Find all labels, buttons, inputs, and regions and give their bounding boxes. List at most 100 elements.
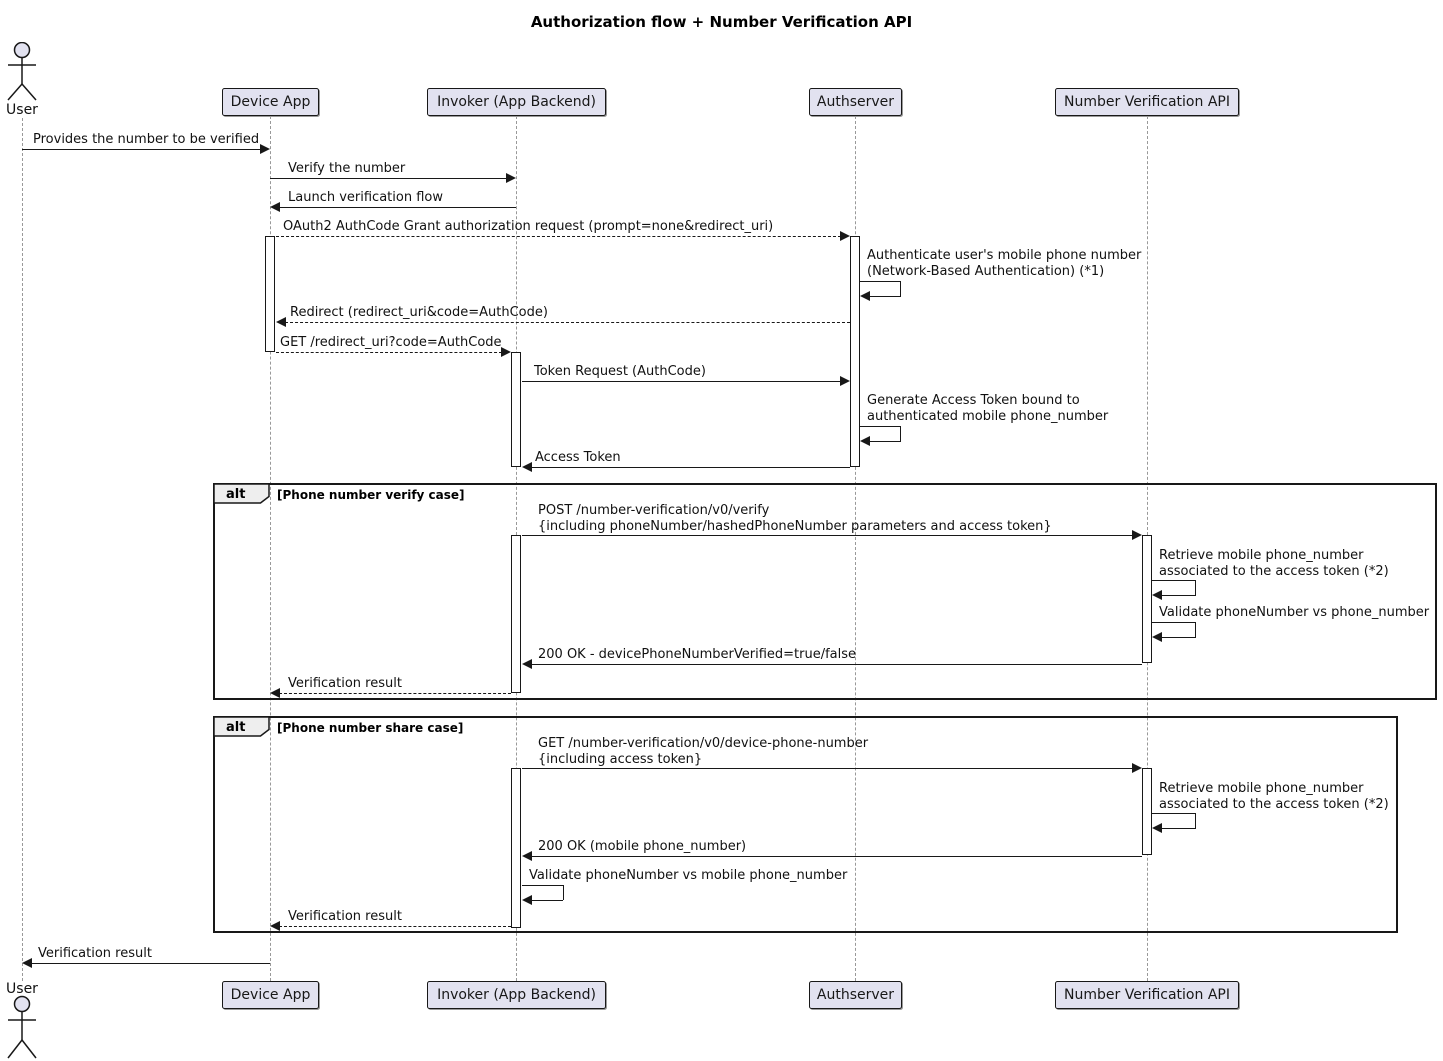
self-arrow-bottom bbox=[869, 441, 901, 442]
participant-invoker-bottom: Invoker (App Backend) bbox=[427, 981, 606, 1009]
message-provides-number: Provides the number to be verified bbox=[33, 132, 260, 147]
user-actor-icon-bottom bbox=[7, 995, 37, 1059]
lifeline-authserver bbox=[855, 116, 856, 981]
self-arrow-top bbox=[522, 885, 564, 886]
arrowhead-right bbox=[260, 144, 270, 154]
arrow-line bbox=[531, 664, 1142, 665]
self-arrow-bottom bbox=[1161, 595, 1196, 596]
self-arrow-bottom bbox=[869, 296, 901, 297]
user-actor-label-top: User bbox=[6, 102, 38, 118]
self-arrow-top bbox=[860, 426, 901, 427]
self-arrow-top bbox=[1152, 580, 1196, 581]
arrowhead-left bbox=[860, 436, 870, 446]
arrowhead-left bbox=[860, 291, 870, 301]
participant-authserver-top: Authserver bbox=[809, 88, 902, 116]
activation-authserver bbox=[850, 236, 860, 467]
arrow-line bbox=[531, 467, 850, 468]
arrowhead-left bbox=[270, 202, 280, 212]
message-verification-result-user: Verification result bbox=[38, 946, 152, 961]
activation-nva-alt1 bbox=[1142, 535, 1152, 663]
arrow-line bbox=[522, 381, 841, 382]
message-access-token: Access Token bbox=[535, 450, 621, 465]
self-arrow-side bbox=[900, 426, 901, 441]
participant-nva-top: Number Verification API bbox=[1055, 88, 1239, 116]
message-token-request: Token Request (AuthCode) bbox=[534, 364, 706, 379]
activation-invoker-alt1 bbox=[511, 535, 521, 693]
participant-device-app-bottom: Device App bbox=[222, 981, 319, 1009]
participant-invoker-top: Invoker (App Backend) bbox=[427, 88, 606, 116]
arrowhead-left bbox=[522, 462, 532, 472]
arrowhead-left bbox=[1152, 590, 1162, 600]
self-message-label: Generate Access Token bound to authentic… bbox=[867, 393, 1109, 424]
arrow-line bbox=[531, 856, 1142, 857]
self-arrow-side bbox=[1195, 622, 1196, 637]
arrowhead-left bbox=[1152, 632, 1162, 642]
arrowhead-right bbox=[1132, 530, 1142, 540]
arrow-line bbox=[270, 178, 507, 179]
self-arrow-side bbox=[1195, 580, 1196, 595]
activation-nva-alt2 bbox=[1142, 768, 1152, 855]
participant-authserver-bottom: Authserver bbox=[809, 981, 902, 1009]
message-ok-mobile: 200 OK (mobile phone_number) bbox=[538, 839, 747, 854]
alt-frame2-operator-tab: alt bbox=[213, 716, 270, 737]
message-verification-result-1: Verification result bbox=[288, 676, 402, 691]
alt-frame1-operator-tab: alt bbox=[213, 483, 270, 504]
arrowhead-left bbox=[270, 688, 280, 698]
arrow-line bbox=[279, 926, 511, 927]
participant-device-app-top: Device App bbox=[222, 88, 319, 116]
alt-frame-verify-case bbox=[213, 483, 1437, 700]
lifeline-device-app bbox=[270, 116, 271, 981]
arrowhead-right bbox=[1132, 763, 1142, 773]
alt1-operator-label: alt bbox=[226, 487, 245, 502]
arrowhead-left bbox=[1152, 823, 1162, 833]
alt1-condition-label: [Phone number verify case] bbox=[277, 488, 465, 502]
diagram-title: Authorization flow + Number Verification… bbox=[530, 13, 913, 31]
message-launch-flow: Launch verification flow bbox=[288, 190, 443, 205]
activation-invoker-alt2 bbox=[511, 768, 521, 928]
arrow-line bbox=[276, 352, 502, 353]
arrow-line bbox=[522, 535, 1133, 536]
arrow-line bbox=[285, 322, 850, 323]
arrowhead-left bbox=[276, 317, 286, 327]
self-arrow-top bbox=[1152, 813, 1196, 814]
message-post-verify: POST /number-verification/v0/verify {inc… bbox=[538, 503, 1052, 534]
self-arrow-bottom bbox=[1161, 828, 1196, 829]
self-arrow-side bbox=[1195, 813, 1196, 828]
message-get-device-phone: GET /number-verification/v0/device-phone… bbox=[538, 736, 869, 767]
arrowhead-left bbox=[522, 659, 532, 669]
self-message-label: Authenticate user's mobile phone number … bbox=[867, 248, 1142, 279]
participant-nva-bottom: Number Verification API bbox=[1055, 981, 1239, 1009]
arrowhead-left bbox=[522, 895, 532, 905]
arrow-line bbox=[279, 207, 516, 208]
self-message-label: Validate phoneNumber vs mobile phone_num… bbox=[529, 868, 848, 883]
message-verify-number: Verify the number bbox=[288, 161, 406, 176]
self-arrow-top bbox=[860, 281, 901, 282]
arrowhead-right bbox=[501, 347, 511, 357]
message-verification-result-2: Verification result bbox=[288, 909, 402, 924]
arrowhead-left bbox=[22, 958, 32, 968]
self-arrow-side bbox=[563, 885, 564, 900]
self-message-label: Retrieve mobile phone_number associated … bbox=[1159, 781, 1389, 812]
message-redirect: Redirect (redirect_uri&code=AuthCode) bbox=[290, 305, 548, 320]
arrow-line bbox=[279, 693, 511, 694]
message-get-redirect: GET /redirect_uri?code=AuthCode bbox=[280, 335, 502, 350]
alt2-operator-label: alt bbox=[226, 720, 245, 735]
arrowhead-right bbox=[840, 376, 850, 386]
arrow-line bbox=[22, 149, 261, 150]
arrowhead-left bbox=[270, 921, 280, 931]
arrow-line bbox=[276, 236, 841, 237]
message-oauth-request: OAuth2 AuthCode Grant authorization requ… bbox=[283, 219, 774, 234]
arrowhead-left bbox=[522, 851, 532, 861]
self-message-label: Retrieve mobile phone_number associated … bbox=[1159, 548, 1389, 579]
lifeline-user bbox=[22, 118, 23, 981]
alt2-condition-label: [Phone number share case] bbox=[277, 721, 464, 735]
arrow-line bbox=[522, 768, 1133, 769]
user-actor-icon bbox=[7, 42, 37, 101]
arrowhead-right bbox=[506, 173, 516, 183]
activation-device bbox=[265, 236, 275, 352]
self-arrow-top bbox=[1152, 622, 1196, 623]
self-arrow-bottom bbox=[531, 900, 563, 901]
self-arrow-side bbox=[900, 281, 901, 296]
self-arrow-bottom bbox=[1161, 637, 1196, 638]
